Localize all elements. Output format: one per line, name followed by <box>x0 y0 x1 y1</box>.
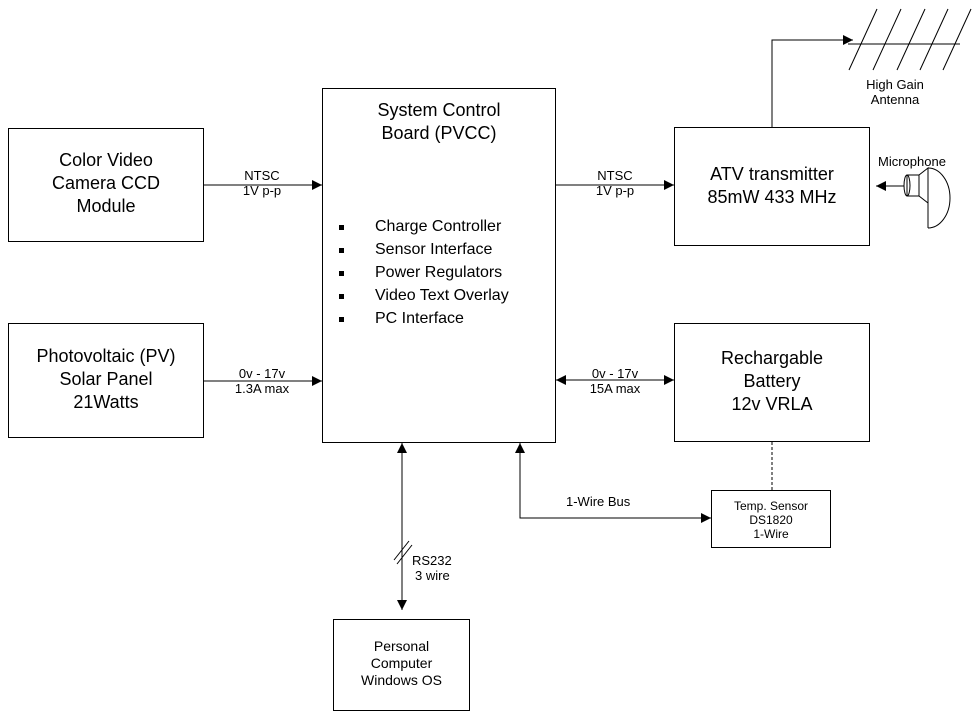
antenna-label-line: High Gain <box>866 77 924 92</box>
antenna-feed-line <box>771 35 853 127</box>
camera-label-line: Module <box>76 196 136 216</box>
feature-item: Sensor Interface <box>323 240 555 263</box>
pc-label-line: Personal <box>373 638 430 654</box>
antenna-label: High Gain Antenna <box>855 77 935 107</box>
power-label-line: 1.3A max <box>234 381 290 396</box>
feature-item: Video Text Overlay <box>323 286 555 309</box>
feature-label: Video Text Overlay <box>375 287 509 304</box>
temp-sensor-box: Temp. Sensor DS1820 1-Wire <box>711 490 831 548</box>
pv-label-line: Photovoltaic (PV) <box>36 346 176 366</box>
temp-sensor-label-line: Temp. Sensor <box>733 499 809 513</box>
battery-power-label: 0v - 17v 15A max <box>575 366 655 396</box>
transmitter-label-line: 85mW 433 MHz <box>707 187 837 207</box>
feature-label: PC Interface <box>375 310 464 327</box>
tx-signal-label: NTSC 1V p-p <box>575 168 655 198</box>
one-wire-line <box>515 443 711 523</box>
bullet-icon <box>339 294 344 299</box>
feature-item: PC Interface <box>323 309 555 332</box>
pv-box: Photovoltaic (PV) Solar Panel 21Watts <box>8 323 204 438</box>
signal-label-line: NTSC <box>597 168 633 183</box>
feature-label: Power Regulators <box>375 264 503 281</box>
microphone-label: Microphone <box>878 154 946 169</box>
transmitter-box: ATV transmitter 85mW 433 MHz <box>674 127 870 246</box>
temp-sensor-label-line: 1-Wire <box>753 527 789 541</box>
camera-box: Color Video Camera CCD Module <box>8 128 204 242</box>
power-label-line: 0v - 17v <box>591 366 639 381</box>
transmitter-label-line: ATV transmitter <box>710 164 834 184</box>
control-board-box: System Control Board (PVCC) Charge Contr… <box>322 88 556 443</box>
signal-label-line: 1V p-p <box>595 183 635 198</box>
battery-label-line: 12v VRLA <box>731 394 813 414</box>
control-board-title-line: System Control <box>377 100 501 120</box>
battery-label-line: Rechargable <box>720 348 824 368</box>
battery-box: Rechargable Battery 12v VRLA <box>674 323 870 442</box>
signal-label-line: 1V p-p <box>242 183 282 198</box>
camera-label-line: Camera CCD <box>51 173 161 193</box>
pc-link-label-line: 3 wire <box>415 568 450 583</box>
pc-label-line: Computer <box>370 655 433 671</box>
pc-box: Personal Computer Windows OS <box>333 619 470 711</box>
power-label-line: 0v - 17v <box>238 366 286 381</box>
feature-list: Charge Controller Sensor Interface Power… <box>323 217 555 332</box>
pc-link-slash-2 <box>396 544 413 565</box>
pc-label-line: Windows OS <box>361 672 442 688</box>
antenna-label-line: Antenna <box>870 92 920 107</box>
bullet-icon <box>339 248 344 253</box>
feature-label: Sensor Interface <box>375 241 493 258</box>
pv-power-label: 0v - 17v 1.3A max <box>222 366 302 396</box>
camera-label-line: Color Video <box>59 150 153 170</box>
signal-label-line: NTSC <box>244 168 280 183</box>
pc-link-label-line: RS232 <box>412 553 452 568</box>
pv-label-line: Solar Panel <box>59 369 153 389</box>
one-wire-label: 1-Wire Bus <box>566 494 631 509</box>
camera-signal-label: NTSC 1V p-p <box>222 168 302 198</box>
feature-item: Charge Controller <box>323 217 555 240</box>
bullet-icon <box>339 225 344 230</box>
bullet-icon <box>339 271 344 276</box>
feature-label: Charge Controller <box>375 218 502 235</box>
battery-label-line: Battery <box>743 371 801 391</box>
pv-label-line: 21Watts <box>73 392 139 412</box>
temp-sensor-label-line: DS1820 <box>749 513 793 527</box>
pc-link-label: RS232 3 wire <box>412 553 452 583</box>
control-board-title-line: Board (PVCC) <box>381 123 497 143</box>
feature-item: Power Regulators <box>323 263 555 286</box>
bullet-icon <box>339 317 344 322</box>
microphone-icon <box>903 166 951 229</box>
pc-link-slash-1 <box>393 540 410 561</box>
antenna-icon <box>848 8 972 71</box>
power-label-line: 15A max <box>589 381 641 396</box>
